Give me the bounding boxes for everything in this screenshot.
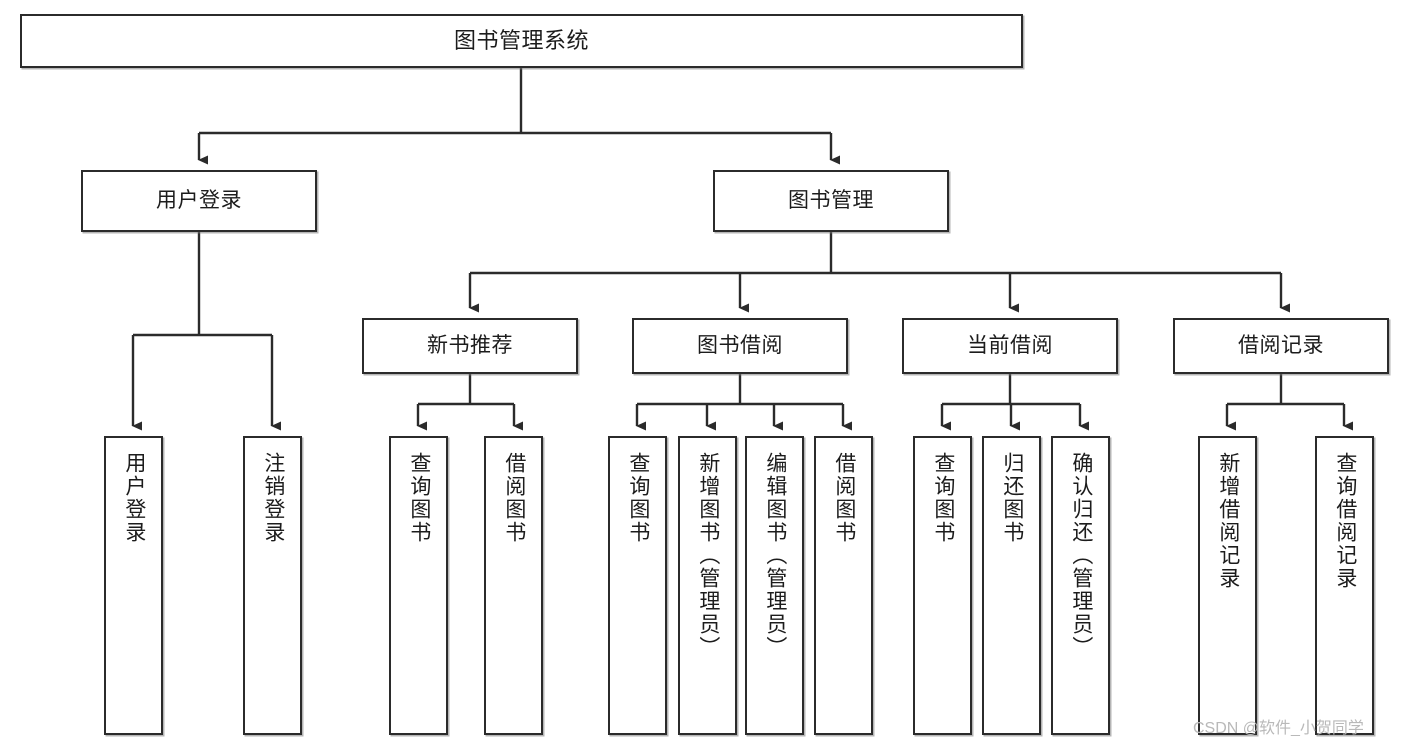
node-book-borrow-label: 图书借阅 — [697, 333, 783, 357]
node-book-management-label: 图书管理 — [788, 188, 874, 212]
node-leaf-confirm-return[interactable]: 确认归还（管理员） — [1051, 436, 1110, 735]
node-user-login-label: 用户登录 — [156, 188, 242, 212]
node-leaf-add-book-label: 新增图书（管理员） — [696, 452, 720, 659]
node-leaf-user-login[interactable]: 用户登录 — [104, 436, 163, 735]
node-root[interactable]: 图书管理系统 — [20, 14, 1023, 68]
node-leaf-logout-login-label: 注销登录 — [261, 452, 285, 544]
node-leaf-borrow-book-1-label: 借阅图书 — [502, 452, 526, 544]
node-leaf-add-borrow-record[interactable]: 新增借阅记录 — [1198, 436, 1257, 735]
watermark-text: CSDN @软件_小贺同学 — [1193, 720, 1364, 737]
node-leaf-borrow-book-2[interactable]: 借阅图书 — [814, 436, 873, 735]
node-leaf-return-book[interactable]: 归还图书 — [982, 436, 1041, 735]
node-user-login[interactable]: 用户登录 — [81, 170, 317, 232]
node-leaf-query-borrow-record-label: 查询借阅记录 — [1333, 452, 1357, 590]
node-leaf-edit-book-label: 编辑图书（管理员） — [763, 452, 787, 659]
node-leaf-add-book[interactable]: 新增图书（管理员） — [678, 436, 737, 735]
node-leaf-logout-login[interactable]: 注销登录 — [243, 436, 302, 735]
node-borrow-record[interactable]: 借阅记录 — [1173, 318, 1389, 374]
node-leaf-borrow-book-2-label: 借阅图书 — [832, 452, 856, 544]
node-leaf-query-book-2[interactable]: 查询图书 — [608, 436, 667, 735]
node-current-borrow-label: 当前借阅 — [967, 333, 1053, 357]
node-current-borrow[interactable]: 当前借阅 — [902, 318, 1118, 374]
node-leaf-query-book-1[interactable]: 查询图书 — [389, 436, 448, 735]
node-leaf-user-login-label: 用户登录 — [122, 452, 146, 544]
node-leaf-query-book-2-label: 查询图书 — [626, 452, 650, 544]
node-leaf-query-book-3-label: 查询图书 — [931, 452, 955, 544]
node-leaf-query-borrow-record[interactable]: 查询借阅记录 — [1315, 436, 1374, 735]
node-book-borrow[interactable]: 图书借阅 — [632, 318, 848, 374]
node-leaf-return-book-label: 归还图书 — [1000, 452, 1024, 544]
node-new-book-recommend[interactable]: 新书推荐 — [362, 318, 578, 374]
node-book-management[interactable]: 图书管理 — [713, 170, 949, 232]
node-leaf-query-book-3[interactable]: 查询图书 — [913, 436, 972, 735]
node-leaf-add-borrow-record-label: 新增借阅记录 — [1216, 452, 1240, 590]
node-leaf-borrow-book-1[interactable]: 借阅图书 — [484, 436, 543, 735]
node-leaf-confirm-return-label: 确认归还（管理员） — [1069, 452, 1093, 659]
node-leaf-query-book-1-label: 查询图书 — [407, 452, 431, 544]
node-new-book-recommend-label: 新书推荐 — [427, 333, 513, 357]
node-borrow-record-label: 借阅记录 — [1238, 333, 1324, 357]
node-leaf-edit-book[interactable]: 编辑图书（管理员） — [745, 436, 804, 735]
node-root-label: 图书管理系统 — [453, 28, 589, 54]
